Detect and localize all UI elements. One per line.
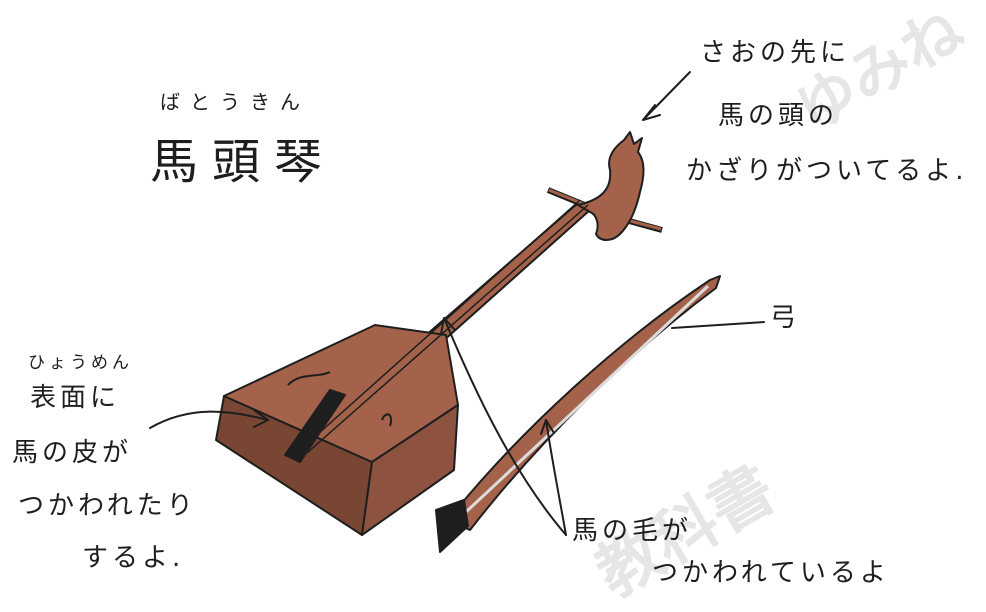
head-note-line-3: かざりがついてるよ. xyxy=(686,156,968,186)
hair-note-line-1: 馬の毛が xyxy=(572,516,693,546)
surface-note-line-3: つかわれたり xyxy=(18,491,197,521)
morin-khuur-instrument-icon xyxy=(215,131,663,536)
surface-note-line-2: 馬の皮が xyxy=(12,438,133,468)
horse-head-scroll-icon xyxy=(577,131,645,241)
surface-note-line-1: 表面に xyxy=(30,383,121,413)
title-kanji: 馬頭琴 xyxy=(150,134,337,190)
surface-ruby: ひょうめん xyxy=(28,353,133,373)
hair-note-line-2: つかわれているよ xyxy=(652,558,890,588)
bow-icon xyxy=(435,275,721,553)
illustration xyxy=(149,71,765,553)
surface-note-line-4: するよ. xyxy=(82,543,185,573)
title-ruby: ばとうきん xyxy=(160,90,310,114)
bow-label: 弓 xyxy=(770,303,801,333)
head-note-line-1: さおの先に xyxy=(700,38,851,68)
head-note-line-2: 馬の頭の xyxy=(718,101,839,131)
